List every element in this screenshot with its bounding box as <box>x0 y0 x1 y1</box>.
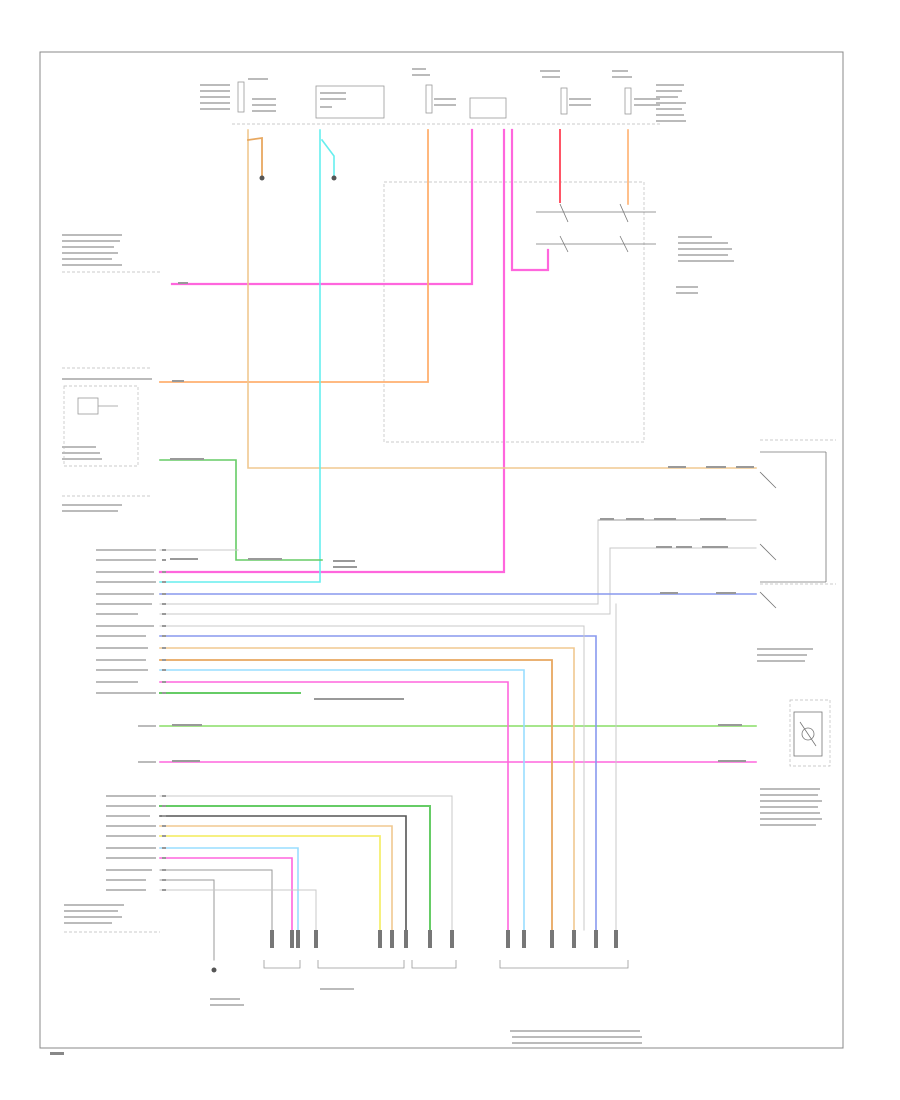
module-outlines <box>62 181 836 933</box>
fuse-block <box>237 81 632 119</box>
wire-tan-short <box>246 136 263 177</box>
wire-gray-b8 <box>159 869 273 931</box>
wire-label-blocks <box>170 282 754 762</box>
switch-icon <box>77 397 118 415</box>
wire-yellow-b5 <box>159 835 381 931</box>
diagram-frame <box>39 51 844 1049</box>
wire-gray-b9 <box>159 879 215 961</box>
connector-pin-marks <box>270 930 618 948</box>
wire-green-left <box>159 459 323 561</box>
brake-switch-assembly <box>536 203 656 253</box>
wire-cyan-short <box>320 138 335 177</box>
sensor-icon <box>793 711 823 757</box>
wire-gray-3 <box>159 519 599 605</box>
wire-gray-b10 <box>159 889 317 931</box>
wire-blue-2 <box>159 635 597 931</box>
wire-pink-ecm <box>158 128 506 574</box>
connector-icon <box>162 549 166 891</box>
wire-pink-brake <box>510 128 550 272</box>
page-marker <box>50 1052 64 1055</box>
left-label-blocks <box>62 234 822 1044</box>
wire-tan <box>247 129 757 469</box>
wire-orange-top <box>159 129 429 383</box>
wire-gray-5 <box>159 625 585 931</box>
wire-orange-2 <box>159 659 553 931</box>
wire-lgray-b1 <box>159 795 453 931</box>
wires <box>158 128 757 961</box>
wire-black-b3 <box>159 815 407 931</box>
wire-cyan-2 <box>159 669 525 931</box>
pin-label-blocks <box>96 549 156 891</box>
right-switch-box <box>759 451 827 609</box>
wire-tan-b4 <box>159 825 393 931</box>
top-label-blocks <box>200 68 686 122</box>
wire-cyan <box>159 129 321 583</box>
wire-tan-2 <box>159 647 575 931</box>
wire-pink-top <box>170 128 474 286</box>
ground-icon <box>211 175 337 973</box>
wire-pink-2 <box>159 681 509 931</box>
wire-green-b2 <box>159 805 431 931</box>
lower-connectors <box>263 960 629 969</box>
wire-pink-b7 <box>159 857 293 931</box>
wire-cyan-b6 <box>159 847 299 931</box>
